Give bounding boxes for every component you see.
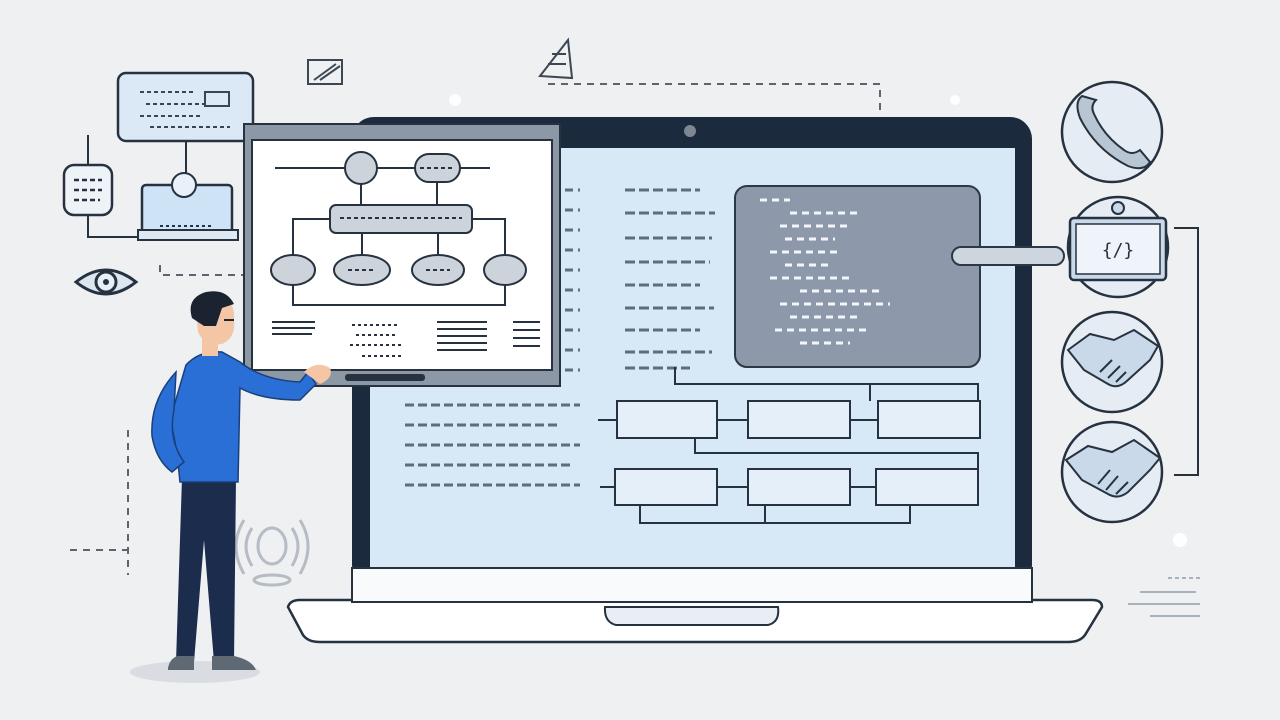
pencil-sketch-icon	[307, 59, 343, 85]
right-bracket-line	[1174, 227, 1199, 476]
code-connector	[951, 246, 1065, 266]
sparkle-dots	[449, 94, 1187, 547]
drafting-triangle-icon	[538, 37, 574, 80]
code-icon: {/}	[1066, 195, 1170, 299]
eye-icon	[73, 268, 139, 296]
sketch-lines-icon	[1128, 577, 1200, 617]
diagram-window	[243, 123, 561, 387]
screen-flowchart	[598, 367, 981, 524]
screen-text-column-lower-left	[405, 403, 580, 487]
handshake-icon	[1060, 420, 1164, 524]
code-glyph: {/}	[1102, 240, 1135, 261]
phone-icon	[1060, 80, 1164, 184]
computer-icon	[137, 172, 239, 241]
connector-lines	[70, 83, 881, 575]
code-panel	[734, 185, 981, 368]
handshake-icon	[1060, 310, 1164, 414]
document-icon	[62, 135, 140, 238]
person	[130, 291, 331, 683]
screen-text-column-middle	[625, 188, 715, 370]
screen-text-column-left	[565, 188, 580, 372]
speaker-icon	[234, 519, 310, 587]
note-card-icon	[116, 71, 255, 143]
